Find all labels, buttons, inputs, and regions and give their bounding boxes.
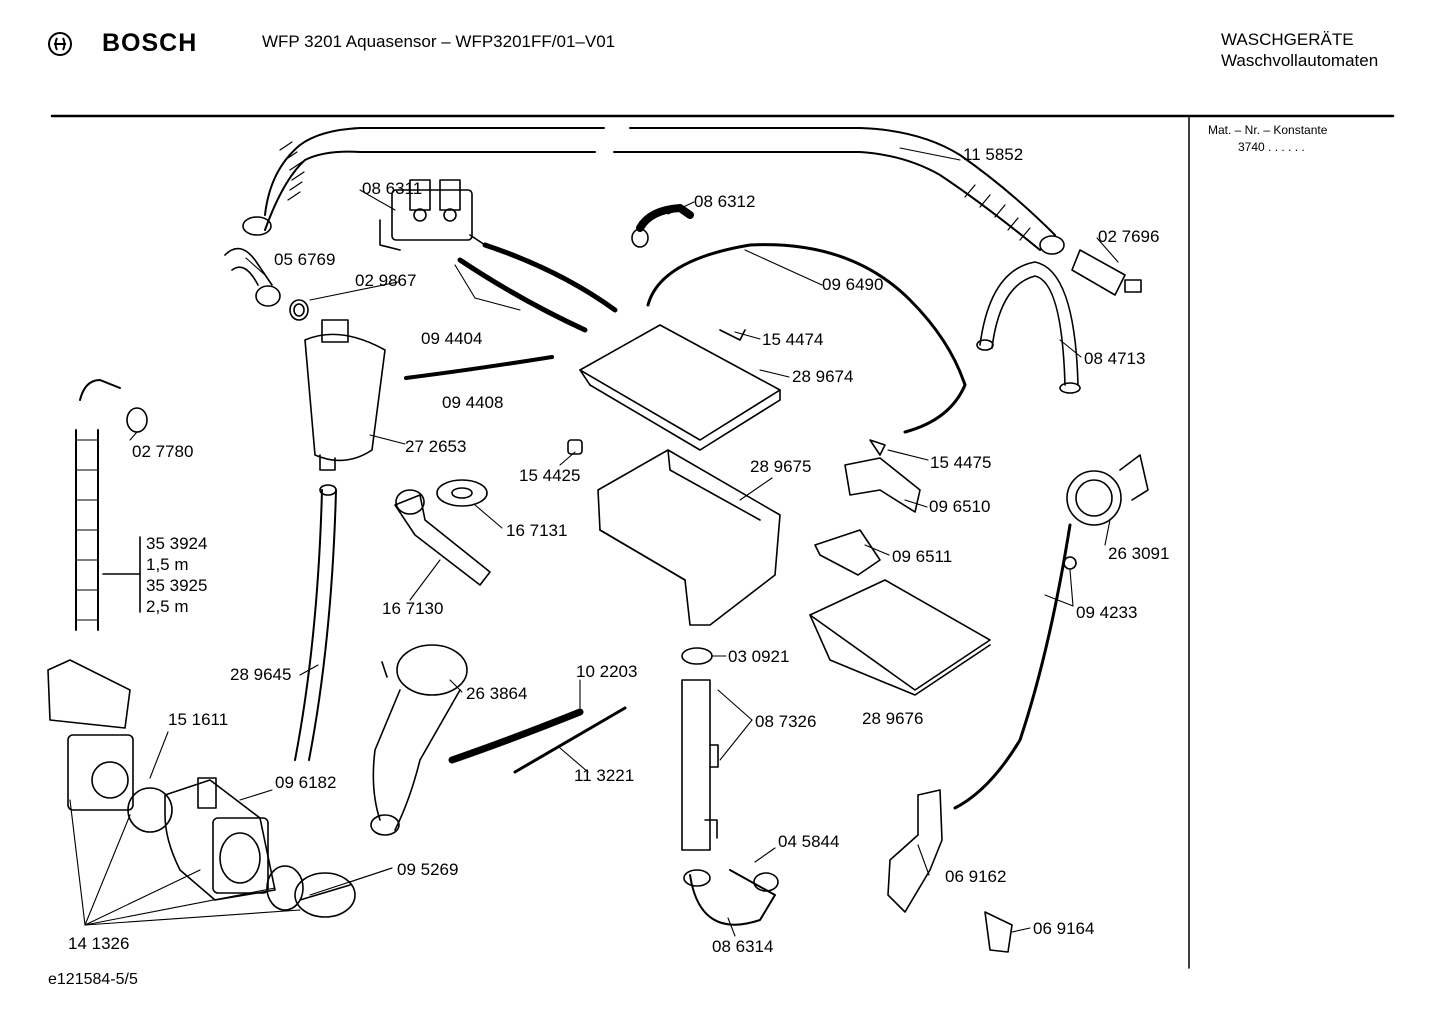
label-086311: 08 6311 bbox=[362, 179, 422, 198]
part-drawer-289676 bbox=[809, 579, 991, 696]
label-030921: 03 0921 bbox=[728, 647, 789, 666]
label-069164: 06 9164 bbox=[1033, 919, 1094, 938]
label-056769: 05 6769 bbox=[274, 250, 335, 269]
label-094404: 09 4404 bbox=[421, 329, 482, 348]
label-094408: 09 4408 bbox=[442, 393, 503, 412]
label-154425: 15 4425 bbox=[519, 466, 580, 485]
part-housing-289675 bbox=[597, 449, 781, 626]
part-bellow-086314 bbox=[683, 869, 779, 926]
model-title: WFP 3201 Aquasensor – WFP3201FF/01–V01 bbox=[262, 32, 616, 51]
label-263864: 26 3864 bbox=[466, 684, 527, 703]
label-353924: 35 3924 bbox=[146, 534, 207, 553]
category-title: WASCHGERÄTE bbox=[1221, 30, 1354, 49]
label-length-15m: 1,5 m bbox=[146, 555, 189, 574]
label-102203: 10 2203 bbox=[576, 662, 637, 681]
part-bracket-084713 bbox=[976, 261, 1081, 394]
label-094233: 09 4233 bbox=[1076, 603, 1137, 622]
brand-logo-text: BOSCH bbox=[102, 29, 198, 57]
label-151611: 15 1611 bbox=[168, 710, 228, 729]
label-027696: 02 7696 bbox=[1098, 227, 1159, 246]
part-hoses-094404 bbox=[457, 242, 618, 333]
label-087326: 08 7326 bbox=[755, 712, 816, 731]
label-096510: 09 6510 bbox=[929, 497, 990, 516]
label-086312: 08 6312 bbox=[694, 192, 755, 211]
part-bellow-263864 bbox=[370, 644, 468, 836]
label-096182: 09 6182 bbox=[275, 773, 336, 792]
label-154475: 15 4475 bbox=[930, 453, 991, 472]
frame-lines bbox=[50, 114, 1395, 969]
label-096511: 09 6511 bbox=[892, 547, 952, 566]
label-029867: 02 9867 bbox=[355, 271, 416, 290]
part-solenoid-valve bbox=[379, 179, 486, 251]
part-hose-102203 bbox=[448, 706, 627, 774]
part-inlet-hose bbox=[242, 127, 1065, 255]
part-valve-096510 bbox=[814, 439, 921, 576]
label-167130: 16 7130 bbox=[382, 599, 443, 618]
part-hose-094408 bbox=[404, 355, 554, 380]
part-bellow-086312 bbox=[631, 204, 694, 248]
bosch-logo-icon bbox=[48, 32, 72, 56]
label-096490: 09 6490 bbox=[822, 275, 883, 294]
leader-lines bbox=[69, 147, 1119, 937]
label-length-25m: 2,5 m bbox=[146, 597, 189, 616]
label-045844: 04 5844 bbox=[778, 832, 839, 851]
part-tank-272653 bbox=[304, 319, 386, 471]
label-069162: 06 9162 bbox=[945, 867, 1006, 886]
label-289675: 28 9675 bbox=[750, 457, 811, 476]
label-289676: 28 9676 bbox=[862, 709, 923, 728]
mat-number-label: Mat. – Nr. – Konstante bbox=[1208, 123, 1328, 137]
part-hose-096490 bbox=[646, 243, 967, 434]
part-weight-027696 bbox=[1071, 249, 1142, 296]
label-115852: 11 5852 bbox=[963, 145, 1023, 164]
label-289674: 28 9674 bbox=[792, 367, 853, 386]
mat-number-value: 3740 . . . . . . bbox=[1238, 140, 1305, 154]
label-095269: 09 5269 bbox=[397, 860, 458, 879]
label-113221: 11 3221 bbox=[574, 766, 634, 785]
category-subtitle: Waschvollautomaten bbox=[1221, 51, 1379, 70]
label-141326: 14 1326 bbox=[68, 934, 129, 953]
part-number-labels: 11 5852 08 6311 08 6312 02 7696 05 6769 … bbox=[68, 145, 1169, 956]
part-pipe-167130 bbox=[394, 479, 491, 586]
part-pump-assembly bbox=[47, 659, 356, 918]
part-pipe-087326 bbox=[681, 647, 719, 851]
label-167131: 16 7131 bbox=[506, 521, 567, 540]
label-154474: 15 4474 bbox=[762, 330, 823, 349]
label-272653: 27 2653 bbox=[405, 437, 466, 456]
label-086314: 08 6314 bbox=[712, 937, 773, 956]
part-cover-289674 bbox=[579, 324, 781, 451]
part-plug-154425 bbox=[567, 439, 583, 455]
part-drain-hose bbox=[75, 379, 148, 631]
label-353925: 35 3925 bbox=[146, 576, 207, 595]
label-289645: 28 9645 bbox=[230, 665, 291, 684]
part-hose-289645 bbox=[294, 484, 337, 761]
part-hose-elbow bbox=[224, 247, 309, 321]
label-263091: 26 3091 bbox=[1108, 544, 1169, 563]
label-027780: 02 7780 bbox=[132, 442, 193, 461]
part-sensor-263091 bbox=[953, 454, 1149, 810]
part-bracket-069162 bbox=[887, 789, 1013, 953]
label-084713: 08 4713 bbox=[1084, 349, 1145, 368]
drawing-id: e121584-5/5 bbox=[48, 971, 138, 988]
